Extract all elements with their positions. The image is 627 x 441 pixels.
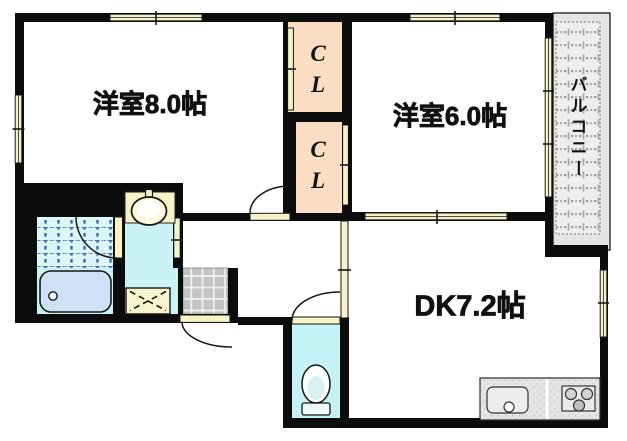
kitchen-sink-icon — [486, 386, 529, 414]
door-swing-arc — [249, 185, 291, 214]
washing-machine-pan-icon — [125, 287, 171, 315]
wall — [15, 183, 37, 323]
toilet-icon — [301, 364, 331, 416]
wall — [15, 13, 24, 323]
door-closet-upper — [285, 27, 296, 111]
burner — [572, 399, 586, 412]
windows — [12, 11, 609, 338]
wall — [178, 268, 183, 317]
entrance-tile-floor — [182, 267, 229, 315]
wall — [125, 183, 173, 192]
window-room8-top — [109, 11, 203, 25]
wall — [15, 314, 238, 323]
door-leaf — [291, 316, 341, 325]
wall — [340, 317, 349, 422]
door-washroom-sliding — [171, 217, 183, 259]
wall — [283, 112, 342, 122]
room-label-western-6: 洋室6.0帖 — [392, 101, 508, 131]
burner — [580, 387, 594, 401]
sink-drain — [503, 401, 515, 413]
closet-upper-label: CL — [305, 41, 331, 103]
doors — [75, 27, 351, 348]
sliding-door — [173, 217, 181, 259]
burner — [564, 387, 578, 401]
balcony-tile-floor — [555, 21, 601, 235]
fixtures — [39, 188, 601, 421]
sliding-partition-room6-dk — [364, 210, 508, 224]
door-swing-arc — [75, 216, 118, 259]
wall — [15, 13, 553, 22]
door-toilet — [291, 291, 341, 325]
door-room8 — [249, 185, 291, 221]
window-room8-left — [12, 94, 25, 164]
window-dk-right — [598, 269, 609, 338]
room-label-western-8: 洋室8.0帖 — [92, 89, 208, 119]
wall — [342, 13, 352, 221]
door-closet-lower — [340, 124, 351, 206]
window-room6-top — [409, 11, 501, 25]
door-entrance — [179, 314, 233, 348]
toilet-tank — [301, 402, 331, 416]
door-leaf — [114, 216, 123, 259]
bathtub-icon — [39, 270, 112, 313]
closet-lower-floor — [296, 122, 342, 213]
bathroom-tile-floor — [37, 217, 113, 268]
wall — [545, 245, 605, 257]
wall — [15, 183, 125, 217]
pan-cross-line — [129, 290, 167, 312]
closet-upper-floor — [288, 22, 342, 112]
door-swing-arc — [291, 291, 341, 321]
door-hall-dk-sliding — [338, 220, 351, 319]
window-balcony-door — [543, 37, 554, 198]
kitchen-unit — [479, 377, 601, 421]
balcony-label: バルコニー — [567, 75, 587, 181]
wall — [288, 122, 296, 217]
door-bathroom — [75, 216, 123, 259]
closet-lower-label: CL — [305, 137, 331, 199]
door-swing-arc — [181, 321, 233, 348]
wash-basin-highlight — [137, 200, 161, 218]
room-label-dining-kitchen: DK7.2帖 — [414, 290, 526, 323]
bathtub-drain — [48, 291, 58, 301]
toilet-bowl-inner — [307, 376, 325, 400]
wall — [228, 268, 238, 323]
door-leaf — [249, 212, 291, 221]
door-leaf — [179, 314, 231, 323]
wall — [283, 317, 292, 422]
wall — [238, 317, 283, 325]
wall — [283, 418, 608, 428]
